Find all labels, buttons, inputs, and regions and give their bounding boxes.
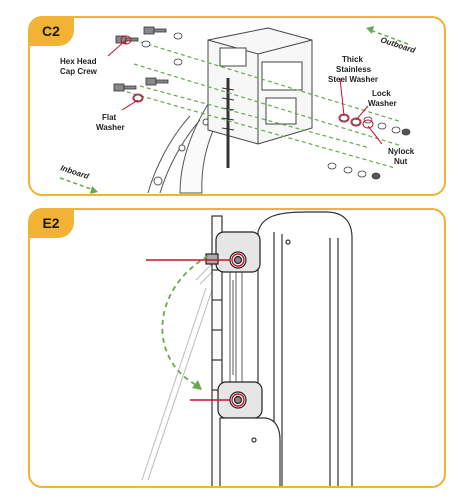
- left-washers: [133, 32, 183, 102]
- label-inboard: Inboard: [59, 163, 91, 181]
- panel-e2: E2: [28, 208, 446, 488]
- hex-bolts: [113, 26, 169, 92]
- label-flat-2: Washer: [96, 123, 125, 132]
- e2-callouts: [146, 253, 245, 407]
- right-hardware: [327, 114, 411, 180]
- label-nylock-2: Nut: [394, 157, 408, 166]
- panel-tag-e2: E2: [30, 210, 74, 238]
- rotation-arrow: [161, 255, 209, 387]
- inboard-arrowhead: [90, 186, 98, 194]
- label-outboard: Outboard: [379, 35, 417, 55]
- c2-diagram: Hex Head Cap Crew Flat Washer Thick Stai…: [59, 26, 417, 194]
- support-post: [257, 211, 353, 486]
- rotation-arrowhead: [192, 380, 202, 390]
- callouts: [107, 35, 383, 145]
- frame-arm: [147, 75, 243, 194]
- label-hex-head-1: Hex Head: [60, 57, 97, 66]
- label-thick-3: Steel Washer: [328, 75, 378, 84]
- panel-c2: C2: [28, 16, 446, 196]
- outboard-arrowhead: [366, 26, 374, 34]
- label-thick-2: Stainless: [336, 65, 372, 74]
- label-lock-2: Washer: [368, 99, 397, 108]
- direction-arrows: [59, 29, 409, 191]
- label-thick-1: Thick: [342, 55, 363, 64]
- guide-lines: [119, 39, 403, 169]
- lower-base: [219, 417, 281, 486]
- panel-tag-c2: C2: [30, 18, 74, 46]
- e2-diagram: [141, 211, 353, 486]
- mount-bracket: [207, 27, 313, 168]
- slide-rail: [229, 270, 243, 385]
- label-hex-head-2: Cap Crew: [60, 67, 98, 76]
- label-nylock-1: Nylock: [388, 147, 415, 156]
- label-lock-1: Lock: [372, 89, 391, 98]
- label-flat-1: Flat: [102, 113, 117, 122]
